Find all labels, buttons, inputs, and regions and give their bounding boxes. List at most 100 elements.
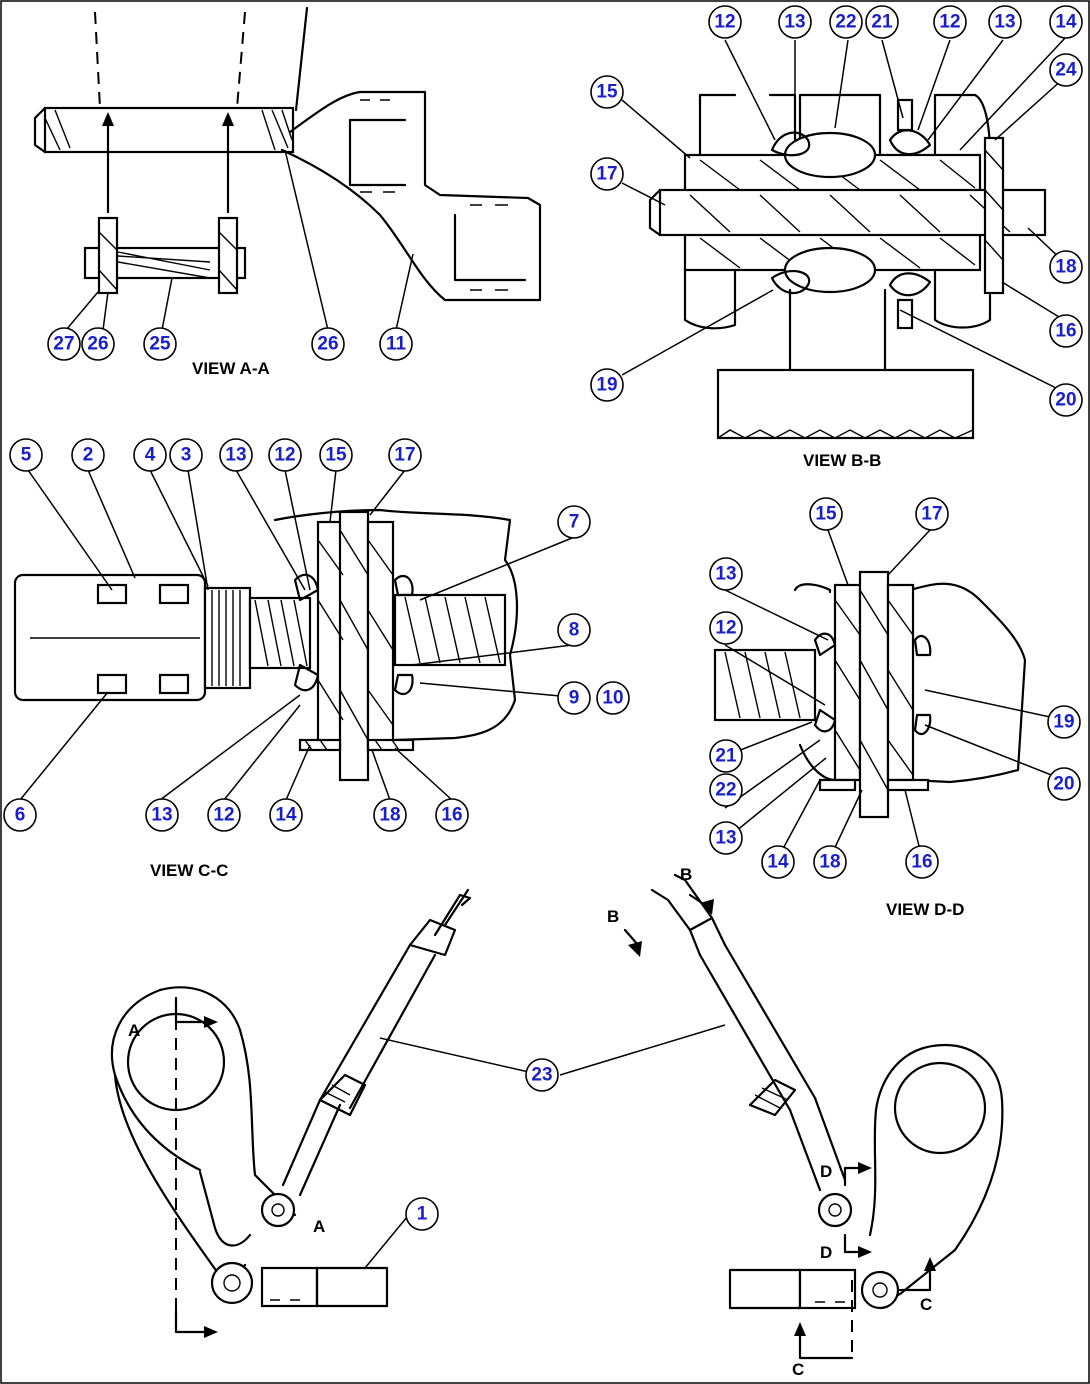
svg-text:18: 18 [1055, 257, 1076, 278]
callout-balloon: 14 [269, 798, 303, 832]
callout-balloon: 26 [81, 327, 115, 361]
svg-text:20: 20 [1055, 390, 1076, 411]
svg-text:9: 9 [569, 688, 580, 709]
view-bb-drawing [621, 36, 1067, 440]
callout-balloon: 13 [145, 798, 179, 832]
svg-text:7: 7 [569, 512, 580, 533]
svg-text:12: 12 [714, 12, 735, 33]
svg-text:16: 16 [911, 852, 932, 873]
callout-balloon: 12 [207, 798, 241, 832]
svg-text:11: 11 [386, 334, 407, 355]
callout-balloon: 3 [169, 438, 203, 472]
left-assembly-drawing [110, 888, 543, 1338]
callout-balloon: 13 [988, 5, 1022, 39]
svg-text:25: 25 [149, 334, 171, 355]
callout-balloon: 9 [557, 681, 591, 715]
svg-text:12: 12 [939, 12, 960, 33]
caption-view-cc: VIEW C-C [150, 861, 228, 880]
svg-text:5: 5 [21, 445, 32, 466]
svg-text:8: 8 [569, 620, 580, 641]
callout-balloon: 11 [379, 327, 413, 361]
callout-balloon: 14 [761, 845, 795, 879]
callout-balloon: 12 [268, 438, 302, 472]
callout-balloon: 16 [905, 845, 939, 879]
callout-balloon: 18 [373, 798, 407, 832]
svg-text:22: 22 [835, 12, 856, 33]
svg-text:15: 15 [815, 504, 837, 525]
svg-text:15: 15 [596, 82, 618, 103]
callout-balloon: 12 [709, 611, 743, 645]
callout-balloon: 16 [1049, 314, 1083, 348]
callout-balloon: 19 [590, 368, 624, 402]
svg-text:13: 13 [225, 445, 246, 466]
svg-text:26: 26 [87, 334, 108, 355]
svg-text:17: 17 [921, 504, 942, 525]
svg-text:19: 19 [1053, 712, 1074, 733]
section-letter-a-mid: A [313, 1217, 325, 1236]
svg-text:4: 4 [145, 445, 156, 466]
callout-balloon: 12 [933, 5, 967, 39]
callout-balloon: 13 [709, 821, 743, 855]
right-assembly-drawing [559, 873, 1004, 1360]
callout-balloon: 21 [865, 5, 899, 39]
svg-text:13: 13 [151, 805, 172, 826]
callout-balloon: 22 [829, 5, 863, 39]
view-dd-drawing [713, 529, 1065, 859]
svg-text:14: 14 [275, 805, 297, 826]
callout-balloon: 17 [590, 157, 624, 191]
callout-balloon: 23 [525, 1058, 559, 1092]
section-letter-a-top: A [128, 1021, 140, 1040]
callout-balloon: 6 [3, 798, 37, 832]
svg-text:24: 24 [1055, 60, 1077, 81]
svg-text:10: 10 [602, 688, 623, 709]
svg-text:13: 13 [784, 12, 805, 33]
callout-balloon: 17 [388, 438, 422, 472]
svg-text:13: 13 [715, 564, 736, 585]
callout-balloon: 20 [1047, 767, 1081, 801]
callout-balloon: 16 [435, 798, 469, 832]
callout-balloon: 5 [9, 438, 43, 472]
svg-text:21: 21 [871, 12, 893, 33]
callout-balloon: 27 [47, 327, 81, 361]
callout-balloon: 15 [319, 438, 353, 472]
callout-balloon: 17 [915, 497, 949, 531]
callout-balloon: 2 [71, 438, 105, 472]
section-letter-b-left: B [607, 907, 619, 926]
svg-text:21: 21 [715, 746, 737, 767]
callout-balloon: 14 [1049, 5, 1083, 39]
view-aa-drawing [33, 6, 542, 331]
caption-view-bb: VIEW B-B [803, 451, 881, 470]
svg-text:19: 19 [596, 375, 617, 396]
callout-balloon: 21 [709, 739, 743, 773]
svg-text:26: 26 [317, 334, 338, 355]
svg-text:12: 12 [213, 805, 234, 826]
callout-balloon: 18 [813, 845, 847, 879]
svg-text:17: 17 [394, 445, 415, 466]
section-letter-d-top: D [820, 1162, 832, 1181]
section-letter-c-right: C [920, 1295, 932, 1314]
svg-text:3: 3 [181, 445, 192, 466]
callout-balloon: 13 [778, 5, 812, 39]
svg-text:23: 23 [531, 1065, 552, 1086]
svg-text:2: 2 [83, 445, 94, 466]
svg-text:20: 20 [1053, 774, 1074, 795]
callout-balloon: 20 [1049, 383, 1083, 417]
callout-balloon: 12 [708, 5, 742, 39]
callout-balloon: 18 [1049, 250, 1083, 284]
svg-text:18: 18 [819, 852, 840, 873]
callout-balloon: 7 [557, 505, 591, 539]
callout-balloon: 22 [709, 773, 743, 807]
svg-text:14: 14 [1055, 12, 1077, 33]
caption-view-aa: VIEW A-A [192, 359, 270, 378]
svg-text:13: 13 [715, 828, 736, 849]
section-letter-c-bottom: C [792, 1360, 804, 1379]
svg-text:17: 17 [596, 164, 617, 185]
callout-balloon: 15 [590, 75, 624, 109]
section-letter-b-right: B [680, 865, 692, 884]
svg-text:18: 18 [379, 805, 400, 826]
svg-text:16: 16 [441, 805, 462, 826]
svg-text:16: 16 [1055, 321, 1076, 342]
